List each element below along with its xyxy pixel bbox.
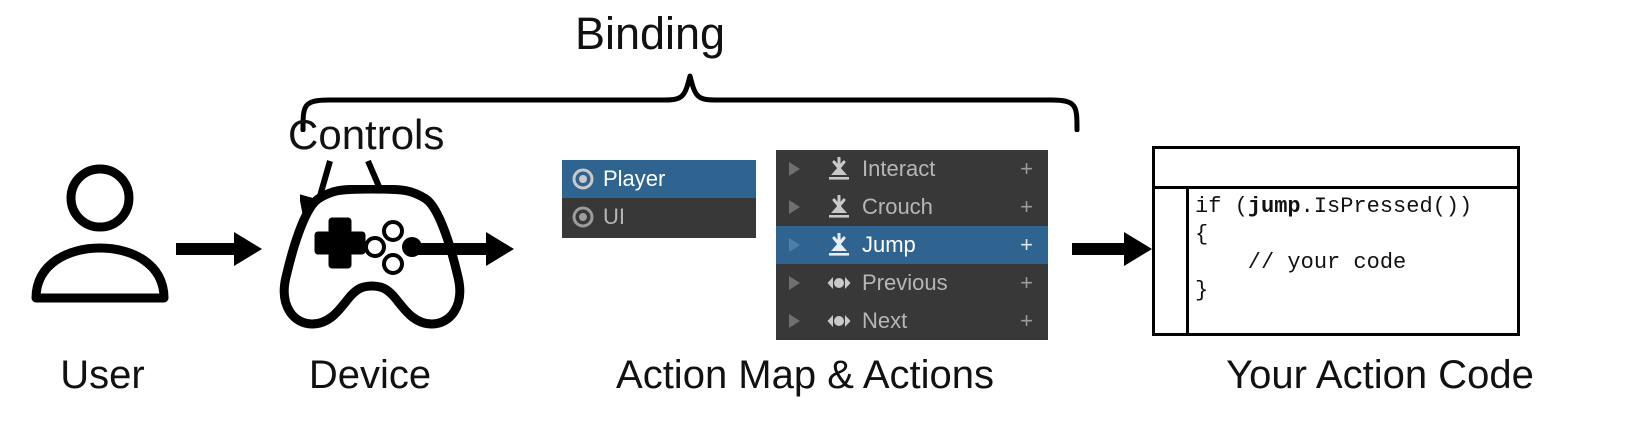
action-map-icon	[572, 206, 594, 228]
add-binding-button[interactable]: +	[1020, 156, 1033, 181]
gamepad-icon	[279, 185, 465, 329]
expander-triangle-icon[interactable]	[784, 159, 804, 179]
add-binding-button[interactable]: +	[1020, 194, 1033, 219]
add-binding-button[interactable]: +	[1020, 270, 1033, 295]
user-icon	[31, 164, 169, 303]
arrow-device-to-actions-icon	[408, 232, 514, 266]
code-window: if (jump.IsPressed()) { // your code}	[1152, 146, 1520, 336]
code-window-gutter	[1155, 189, 1189, 333]
button-action-icon	[826, 233, 852, 257]
action-map-list[interactable]: Player UI	[562, 160, 756, 238]
code-line: {	[1195, 222, 1209, 247]
expander-triangle-icon[interactable]	[784, 235, 804, 255]
code-token-bold: jump	[1247, 194, 1301, 219]
caption-action-map: Action Map & Actions	[616, 353, 994, 397]
caption-user: User	[60, 353, 145, 397]
action-map-label: Player	[603, 166, 666, 191]
add-binding-button[interactable]: +	[1020, 232, 1033, 257]
caption-your-action-code: Your Action Code	[1226, 353, 1534, 397]
action-label: Jump	[862, 232, 916, 257]
action-row-interact[interactable]: Interact +	[776, 150, 1048, 188]
action-row-previous[interactable]: Previous +	[776, 264, 1048, 302]
action-row-crouch[interactable]: Crouch +	[776, 188, 1048, 226]
add-binding-button[interactable]: +	[1020, 308, 1033, 333]
binding-brace-icon	[300, 73, 1080, 132]
action-map-row-player[interactable]: Player	[562, 160, 756, 198]
action-map-row-ui[interactable]: UI	[562, 198, 756, 236]
code-window-titlebar	[1155, 149, 1517, 189]
expander-triangle-icon[interactable]	[784, 197, 804, 217]
expander-triangle-icon[interactable]	[784, 273, 804, 293]
button-action-icon	[826, 195, 852, 219]
controls-label: Controls	[288, 111, 445, 158]
button-action-icon	[826, 157, 852, 181]
caption-device: Device	[308, 353, 432, 397]
action-label: Crouch	[862, 194, 933, 219]
code-text: if (jump.IsPressed()) { // your code}	[1195, 193, 1513, 333]
action-label: Interact	[862, 156, 936, 181]
action-label: Next	[862, 308, 908, 333]
axis-action-icon	[826, 271, 852, 295]
action-map-icon	[572, 168, 594, 190]
action-row-jump[interactable]: Jump +	[776, 226, 1048, 264]
action-label: Previous	[862, 270, 948, 295]
action-map-label: UI	[603, 204, 625, 229]
actions-list[interactable]: Interact + Crouch +	[776, 150, 1048, 340]
action-row-next[interactable]: Next +	[776, 302, 1048, 340]
axis-action-icon	[826, 309, 852, 333]
binding-title: Binding	[574, 8, 726, 59]
arrow-user-to-device-icon	[176, 232, 262, 266]
expander-triangle-icon[interactable]	[784, 311, 804, 331]
code-line: if (jump.IsPressed())	[1195, 194, 1473, 219]
arrow-actions-to-code-icon	[1072, 232, 1152, 266]
code-line: }	[1195, 278, 1209, 303]
code-line: // your code	[1195, 250, 1407, 275]
